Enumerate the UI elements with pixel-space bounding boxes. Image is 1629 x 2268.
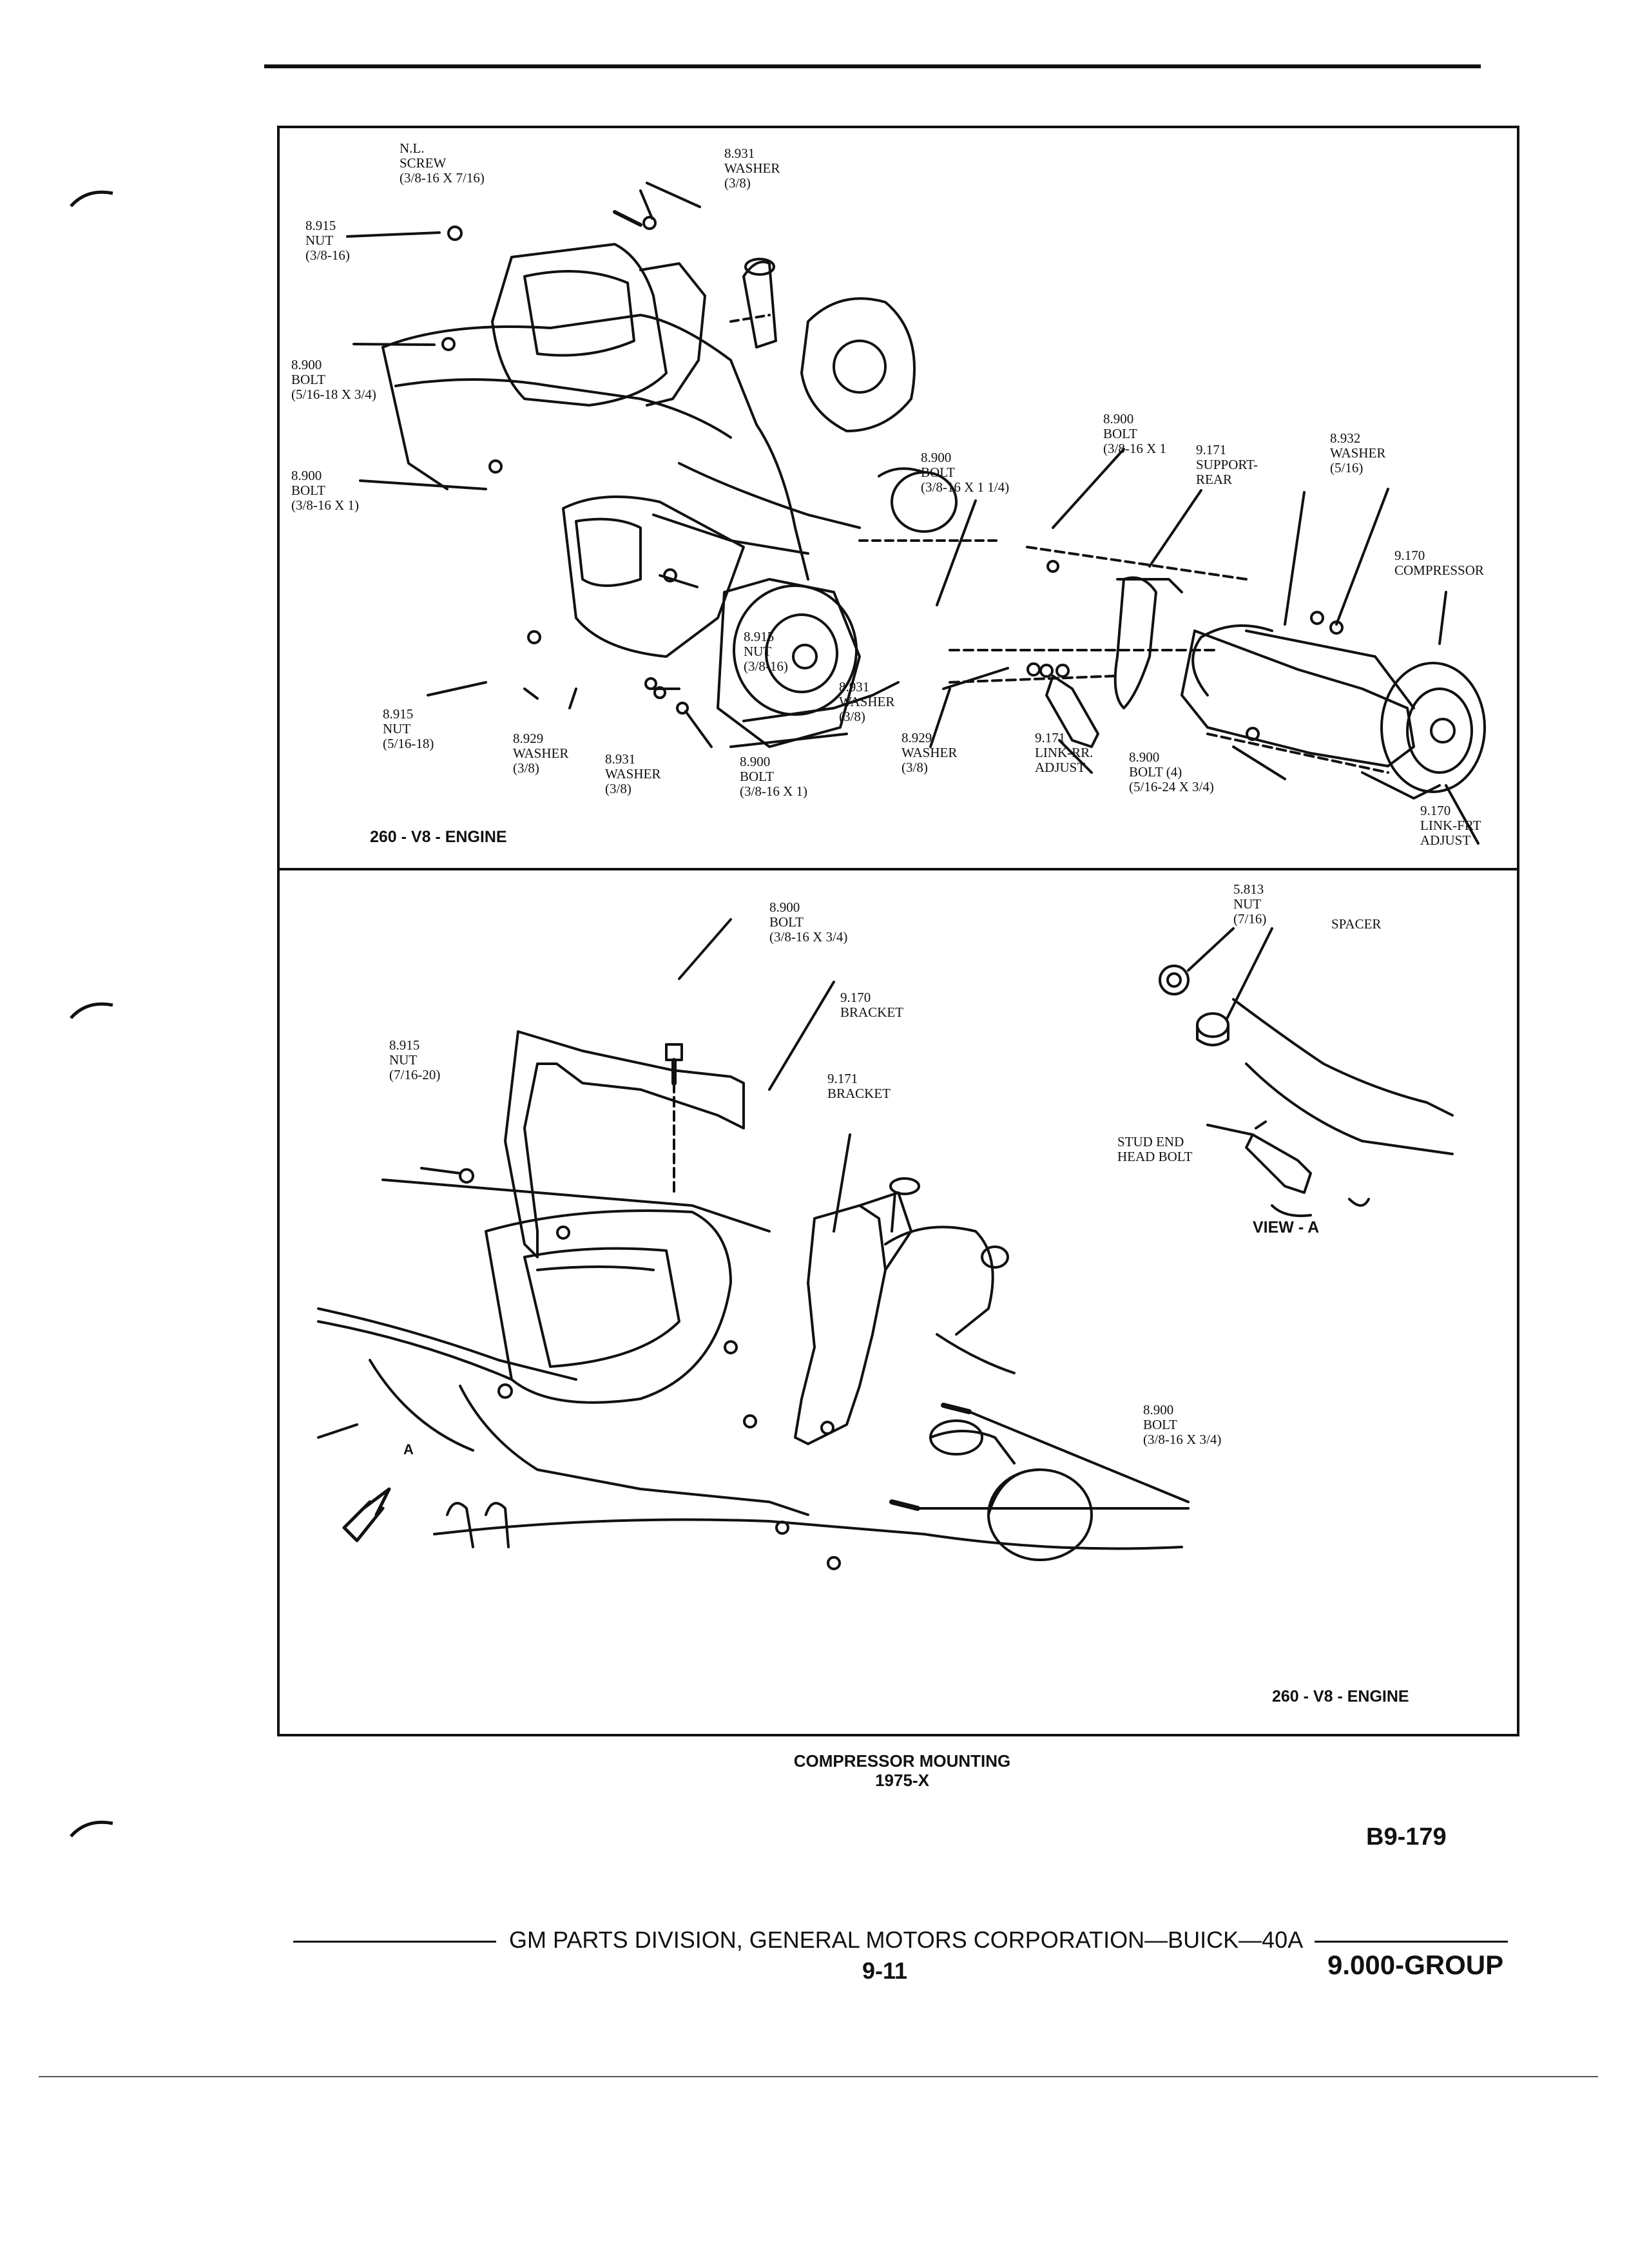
callout-nut-8915-516: 8.915 NUT (5/16-18) (383, 706, 434, 751)
callout-bolt-8900-4: 8.900 BOLT (4) (5/16-24 x 3/4) (1129, 749, 1214, 794)
callout-washer-8931-top: 8.931 WASHER (3/8) (724, 146, 780, 191)
callout-link-rr-adjust: 9.171 LINK-RR. ADJUST (1035, 730, 1094, 775)
callout-bolt-8900-top: 8.900 BOLT (3/8-16 x 3/4) (769, 899, 848, 945)
callout-nut-8915-top: 8.915 NUT (3/8-16) (305, 218, 350, 263)
callout-washer-8931-left: 8.931 WASHER (3/8) (605, 751, 661, 796)
footer-right-rule (1315, 1941, 1508, 1943)
top-diagram-panel: N.L. SCREW (3/8-16 x 7/16) 8.931 WASHER … (277, 126, 1519, 870)
binding-marks (70, 190, 113, 1838)
callout-bolt-8900-38-1: 8.900 BOLT (3/8-16 x 1) (291, 468, 359, 513)
binding-mark-1 (70, 190, 113, 207)
callout-bolt-8900-516: 8.900 BOLT (5/16-18 x 3/4) (291, 357, 376, 402)
footer-publisher: GM PARTS DIVISION, GENERAL MOTORS CORPOR… (509, 1927, 1304, 1953)
callout-nl-screw: N.L. SCREW (3/8-16 x 7/16) (400, 140, 485, 186)
bottom-engine-label: 260 - V8 - ENGINE (1272, 1687, 1409, 1706)
view-a-label: VIEW - A (1253, 1218, 1320, 1236)
callout-nut-8915-mid: 8.915 NUT (3/8-16) (744, 629, 788, 674)
callout-bolt-8900-bottom: 8.900 BOLT (3/8-16 x 1) (740, 754, 807, 799)
callout-washer-8929-left: 8.929 WASHER (3/8) (513, 731, 569, 776)
callout-spacer: SPACER (1331, 916, 1382, 932)
bottom-scan-line (39, 2076, 1598, 2077)
callout-washer-8929-right: 8.929 WASHER (3/8) (901, 730, 958, 775)
group-label: 9.000-GROUP (1327, 1950, 1504, 1980)
figure-caption-year: 1975-X (875, 1771, 929, 1790)
callout-support-rear: 9.171 SUPPORT- REAR (1196, 442, 1258, 487)
page-number: 9-11 (862, 1957, 908, 1984)
callout-compressor: 9.170 COMPRESSOR (1394, 548, 1484, 578)
top-engine-illustration (346, 182, 1486, 845)
bottom-engine-illustration (317, 918, 1454, 1570)
arrow-a-letter: A (403, 1441, 414, 1457)
binding-mark-3 (70, 1820, 113, 1838)
footer-left-rule (293, 1941, 496, 1943)
callout-link-frt-adjust: 9.170 LINK-FRT ADJUST (1420, 803, 1481, 848)
callout-nut-8915-716: 8.915 NUT (7/16-20) (389, 1037, 441, 1082)
callout-bracket-9171: 9.171 BRACKET (827, 1071, 891, 1101)
bottom-diagram-panel: 8.900 BOLT (3/8-16 x 3/4) 9.170 BRACKET … (277, 868, 1519, 1736)
callout-washer-8932: 8.932 WASHER (5/16) (1330, 430, 1386, 476)
callout-stud-end: STUD END HEAD BOLT (1117, 1134, 1193, 1164)
top-rule (264, 64, 1481, 68)
callout-bolt-8900-114: 8.900 BOLT (3/8-16 x 1 1/4) (921, 450, 1010, 495)
binding-mark-2 (70, 1002, 113, 1019)
callout-nut-5813: 5.813 NUT (7/16) (1233, 881, 1267, 927)
callout-bolt-8900-right-top: 8.900 BOLT (3/8-16 x 1 (1103, 411, 1166, 456)
callout-washer-8931-right: 8.931 WASHER (3/8) (839, 679, 895, 724)
callout-bolt-8900-right: 8.900 BOLT (3/8-16 x 3/4) (1143, 1402, 1222, 1447)
top-engine-label: 260 - V8 - ENGINE (370, 828, 507, 846)
figure-caption-title: COMPRESSOR MOUNTING (793, 1751, 1011, 1771)
callout-bracket-9170: 9.170 BRACKET (840, 990, 904, 1020)
figure-number: B9-179 (1366, 1823, 1447, 1850)
